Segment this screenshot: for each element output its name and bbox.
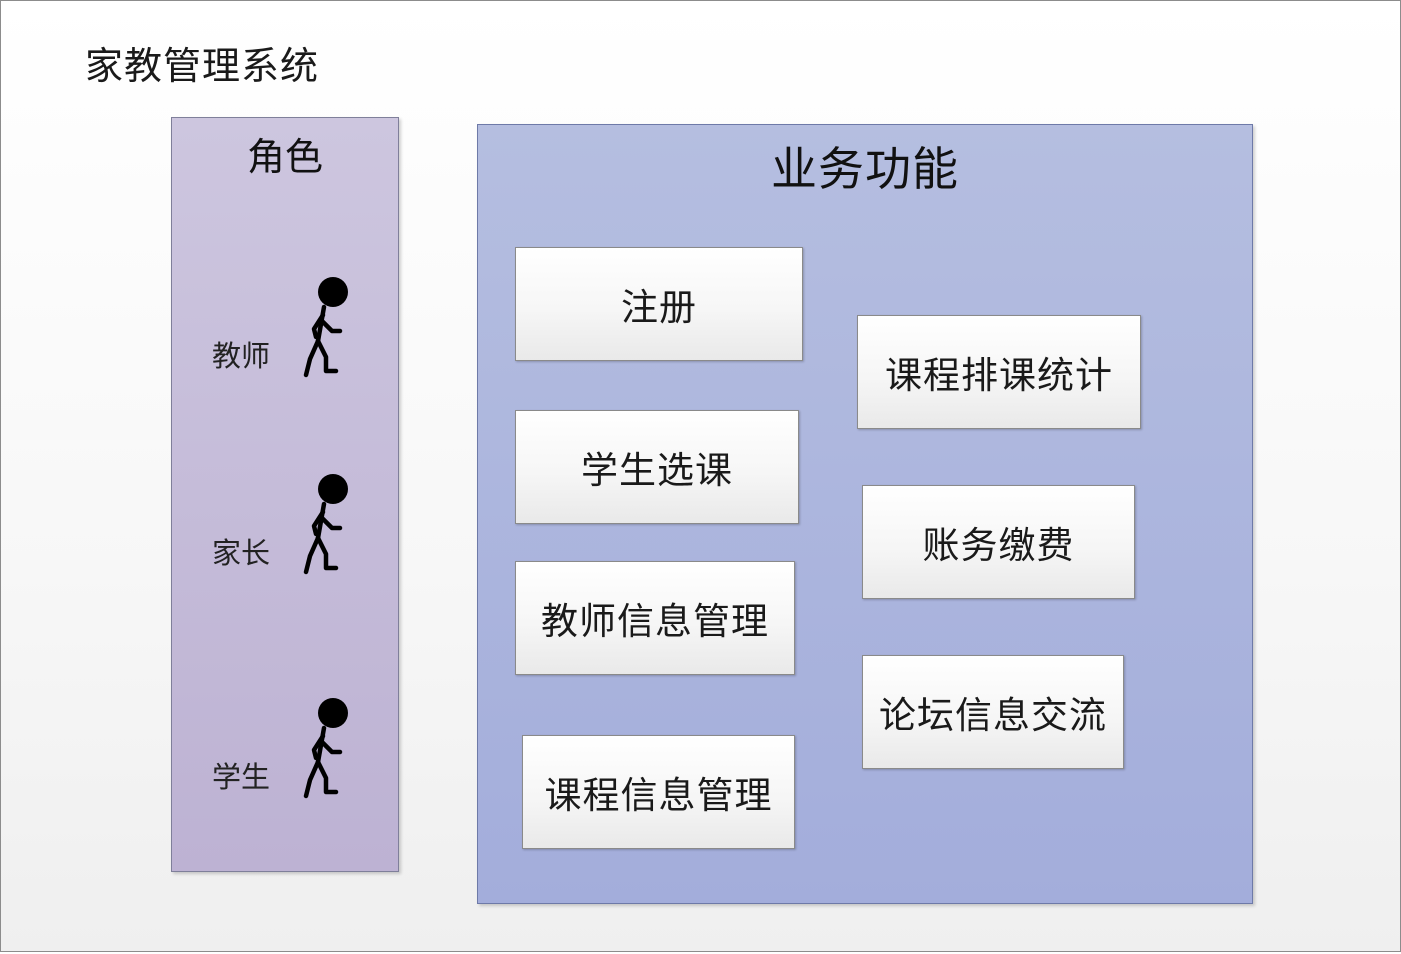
role-label: 学生: [212, 760, 271, 794]
role-label: 家长: [212, 536, 271, 570]
role-parent: 家长: [172, 472, 398, 582]
stick-figure-walking-icon: [303, 474, 348, 575]
stick-figure-walking-icon: [303, 698, 348, 799]
functions-panel: 业务功能 注册 学生选课 教师信息管理 课程信息管理 课程排课统计 账务缴费 论…: [477, 124, 1253, 904]
role-label: 教师: [212, 339, 271, 373]
stick-figure-walking-icon: [303, 277, 348, 378]
system-title: 家教管理系统: [85, 44, 320, 88]
function-register[interactable]: 注册: [515, 247, 803, 361]
role-student: 学生: [172, 696, 398, 806]
function-account-payment[interactable]: 账务缴费: [862, 485, 1135, 599]
function-course-scheduling-stats[interactable]: 课程排课统计: [857, 315, 1141, 429]
functions-title: 业务功能: [771, 142, 959, 196]
function-course-info-management[interactable]: 课程信息管理: [522, 735, 795, 849]
function-forum-exchange[interactable]: 论坛信息交流: [862, 655, 1124, 769]
role-teacher: 教师: [172, 275, 398, 385]
function-course-selection[interactable]: 学生选课: [515, 410, 799, 524]
roles-panel: 角色 教师 家长: [171, 117, 399, 872]
roles-title: 角色: [246, 135, 323, 179]
function-teacher-info-management[interactable]: 教师信息管理: [515, 561, 795, 675]
